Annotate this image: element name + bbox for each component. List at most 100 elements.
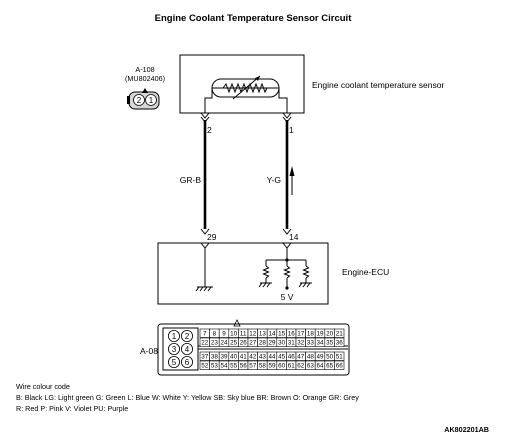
ecu-connector-pin-cell bbox=[334, 328, 345, 338]
ecu-connector-pin-label: 26 bbox=[240, 340, 248, 347]
ecu-connector-pin-label: 37 bbox=[201, 354, 209, 361]
ecu-connector-pin-label: 30 bbox=[278, 340, 286, 347]
ecu-connector-pin-label: 43 bbox=[259, 354, 267, 361]
ecu-connector-pin-label: 29 bbox=[268, 340, 276, 347]
ecu-terminal-mark bbox=[282, 228, 292, 235]
ecu-connector-pin-label: 16 bbox=[288, 331, 296, 338]
ecu-connector-pin-label: 34 bbox=[316, 340, 324, 347]
ecu-connector-pin-label: 35 bbox=[326, 340, 334, 347]
ecu-sensor-input-circuit bbox=[258, 242, 312, 290]
ecu-connector-pin-label: 32 bbox=[297, 340, 305, 347]
ecu-connector-pin-label: 44 bbox=[268, 354, 276, 361]
legend-line-1: B: Black LG: Light green G: Green L: Blu… bbox=[16, 393, 359, 402]
ecu-connector-pin-cell bbox=[334, 351, 345, 361]
ecu-connector-id: A-08 bbox=[140, 346, 158, 356]
sensor-box bbox=[179, 54, 305, 114]
ecu-connector-pin-label: 41 bbox=[240, 354, 248, 361]
wire-color-label: Y-G bbox=[267, 175, 281, 185]
ecu-connector-pin-label: 9 bbox=[222, 331, 226, 338]
ecu-connector-pin-label: 56 bbox=[240, 363, 248, 370]
ecu-connector-pin-label: 11 bbox=[240, 331, 247, 338]
figure-code: AK802201AB bbox=[444, 425, 489, 434]
ecu-connector-pin-label: 19 bbox=[316, 331, 324, 338]
ecu-connector-pin-label: 20 bbox=[326, 331, 334, 338]
ecu-connector-pin-label: 3 bbox=[172, 345, 177, 354]
ecu-connector-pin-label: 66 bbox=[336, 363, 344, 370]
ecu-connector-pin-label: 1 bbox=[172, 332, 177, 341]
ecu-box bbox=[157, 242, 329, 305]
ecu-connector-pin-label: 25 bbox=[230, 340, 238, 347]
ecu-connector-pin-label: 8 bbox=[213, 331, 217, 338]
ecu-connector-pin-label: 48 bbox=[307, 354, 315, 361]
ecu-terminal-mark bbox=[200, 228, 210, 235]
ecu-ground-left bbox=[195, 242, 213, 292]
ecu-connector-pin-label: 49 bbox=[316, 354, 324, 361]
ecu-connector-pin-label: 7 bbox=[203, 331, 207, 338]
signal-arrow-head bbox=[289, 166, 295, 176]
ecu-connector-pin-cell bbox=[334, 360, 345, 370]
legend-line-2: R: Red P: Pink V: Violet PU: Purple bbox=[16, 404, 128, 413]
ecu-pin-number: 29 bbox=[207, 232, 217, 242]
ecu-pin-number: 14 bbox=[289, 232, 299, 242]
ecu-connector-pin-label: 60 bbox=[278, 363, 286, 370]
ecu-connector-pin-label: 12 bbox=[249, 331, 257, 338]
ecu-connector-pin-label: 14 bbox=[268, 331, 276, 338]
sensor-connector-pin: 1 bbox=[149, 96, 154, 105]
ecu-connector-pin-label: 51 bbox=[336, 354, 344, 361]
ecu-connector-pin-label: 21 bbox=[336, 331, 344, 338]
ecu-connector-pin-label: 59 bbox=[268, 363, 276, 370]
ecu-connector-pin-label: 5 bbox=[172, 358, 177, 367]
ecu-connector-pin-label: 10 bbox=[230, 331, 238, 338]
ecu-connector-pin-cell bbox=[334, 337, 345, 347]
ecu-connector-pin-label: 24 bbox=[220, 340, 228, 347]
ecu-connector-pin-label: 45 bbox=[278, 354, 286, 361]
ecu-connector-pin-label: 38 bbox=[211, 354, 219, 361]
supply-voltage-label: 5 V bbox=[281, 292, 294, 302]
thermistor-variable-arrow bbox=[232, 75, 261, 100]
ecu-connector-pin-label: 40 bbox=[230, 354, 238, 361]
ecu-label: Engine-ECU bbox=[342, 267, 389, 277]
ecu-connector-pin-label: 57 bbox=[249, 363, 257, 370]
ecu-connector-pin-label: 64 bbox=[316, 363, 324, 370]
ecu-connector-pin-label: 27 bbox=[249, 340, 257, 347]
ecu-connector-pin-label: 31 bbox=[288, 340, 296, 347]
ecu-connector-pin-label: 52 bbox=[201, 363, 209, 370]
ecu-connector-pin-label: 55 bbox=[230, 363, 238, 370]
ecu-connector-pin-label: 6 bbox=[185, 358, 190, 367]
sensor-connector-id: A-108 bbox=[135, 65, 154, 74]
sensor-connector-icon: 2 1 bbox=[127, 88, 160, 110]
ecu-connector-pin-label: 23 bbox=[211, 340, 219, 347]
ecu-connector-round-pin bbox=[167, 329, 180, 342]
ecu-connector-pin-label: 61 bbox=[288, 363, 296, 370]
ecu-connector-pin-label: 4 bbox=[185, 345, 190, 354]
ecu-connector-round-pin bbox=[180, 342, 193, 355]
ecu-connector-pin-label: 39 bbox=[220, 354, 228, 361]
ecu-connector-pin-label: 33 bbox=[307, 340, 315, 347]
ecu-connector-pin-label: 62 bbox=[297, 363, 305, 370]
ecu-connector-pin-label: 46 bbox=[288, 354, 296, 361]
wire-color-label: GR-B bbox=[180, 175, 202, 185]
ecu-connector-pin-label: 50 bbox=[326, 354, 334, 361]
ecu-connector-round-pin bbox=[167, 355, 180, 368]
sensor-pin-number: 2 bbox=[207, 125, 212, 135]
ecu-connector-pin-label: 22 bbox=[201, 340, 209, 347]
ecu-connector-pin-label: 17 bbox=[297, 331, 305, 338]
sensor-connector-part: (MU802406) bbox=[125, 74, 165, 83]
legend-title: Wire colour code bbox=[16, 382, 70, 391]
ecu-connector-pin-label: 2 bbox=[185, 332, 190, 341]
ecu-connector-round-pin bbox=[167, 342, 180, 355]
ecu-connector-pin-label: 36 bbox=[336, 340, 344, 347]
ecu-connector-pin-label: 13 bbox=[259, 331, 267, 338]
ecu-connector-pin-label: 47 bbox=[297, 354, 305, 361]
thermistor-element bbox=[211, 78, 280, 98]
ecu-connector-pin-label: 42 bbox=[249, 354, 257, 361]
ecu-connector-pin-label: 58 bbox=[259, 363, 267, 370]
ecu-connector-pin-label: 15 bbox=[278, 331, 286, 338]
ecu-connector-pin-label: 18 bbox=[307, 331, 315, 338]
ecu-connector-round-pin bbox=[180, 329, 193, 342]
ecu-connector-pin-label: 63 bbox=[307, 363, 315, 370]
diagram-title: Engine Coolant Temperature Sensor Circui… bbox=[155, 13, 353, 24]
